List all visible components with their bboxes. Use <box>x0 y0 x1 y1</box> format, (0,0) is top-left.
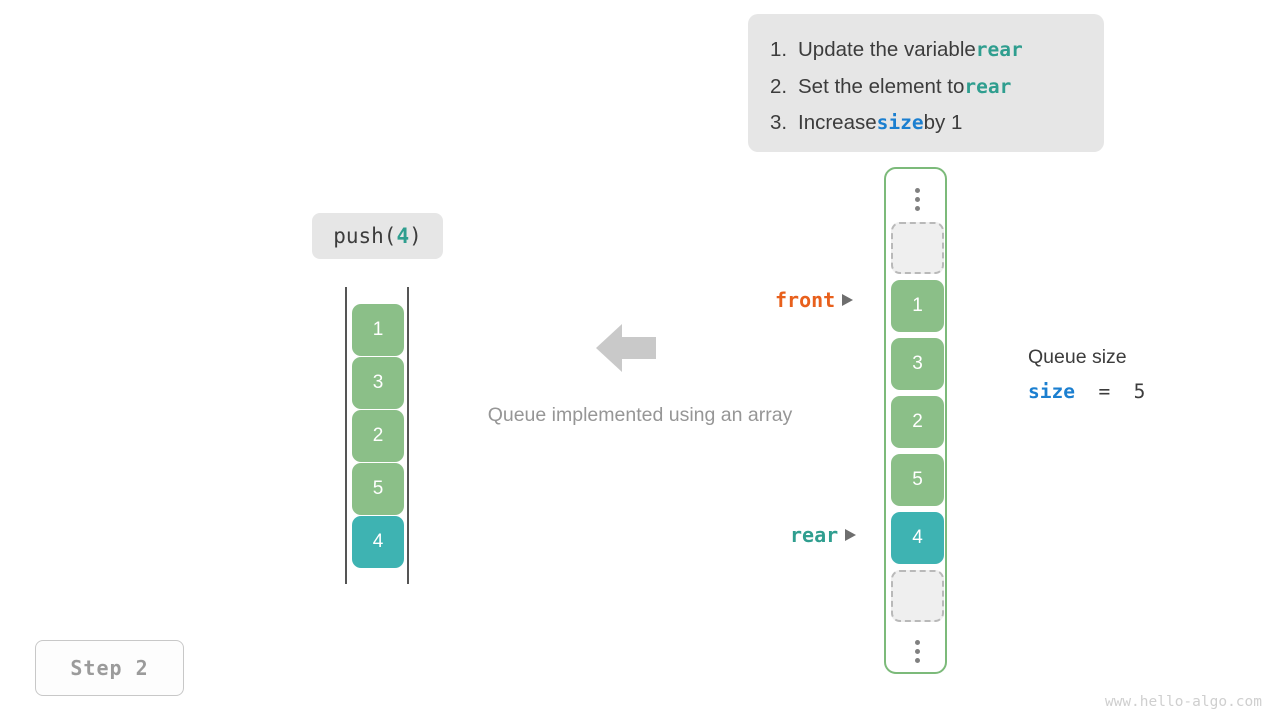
array-bracket-left <box>345 287 347 584</box>
vertical-ellipsis-icon <box>915 176 920 222</box>
instruction-item: 1. Update the variable rear <box>770 32 1084 69</box>
front-pointer-text: front <box>775 288 836 312</box>
array-slot-empty <box>891 222 944 274</box>
operation-argument: 4 <box>396 224 410 248</box>
instruction-number: 2. <box>770 74 788 98</box>
instruction-text: Set the element to <box>798 74 965 98</box>
queue-cell: 3 <box>352 357 404 409</box>
operation-label: push(4) <box>312 213 443 259</box>
instruction-panel: 1. Update the variable rear 2. Set the e… <box>748 14 1104 152</box>
operation-name: push( <box>333 224 397 248</box>
array-slot: 3 <box>891 338 944 390</box>
physical-array-slots: 1 3 2 5 4 <box>890 176 945 674</box>
instruction-code-rear: rear <box>975 38 1023 61</box>
array-slot: 1 <box>891 280 944 332</box>
instruction-text: Increase <box>798 111 877 134</box>
size-equals-sign: = <box>1074 380 1134 403</box>
queue-size-expression: size = 5 <box>1028 380 1228 403</box>
array-slot-empty <box>891 570 944 622</box>
queue-cell: 2 <box>352 410 404 462</box>
arrow-left-icon <box>596 322 656 374</box>
operation-close-paren: ) <box>409 224 422 248</box>
front-pointer-label: front <box>775 288 854 312</box>
instruction-text: Update the variable <box>798 38 976 61</box>
size-value: 5 <box>1133 380 1146 403</box>
arrow-right-icon <box>845 529 857 541</box>
array-slot: 5 <box>891 454 944 506</box>
arrow-right-icon <box>842 294 854 306</box>
watermark: www.hello-algo.com <box>1104 694 1262 710</box>
rear-pointer-text: rear <box>790 523 839 547</box>
logical-queue-cells: 1 3 2 5 4 <box>352 304 404 568</box>
queue-size-title: Queue size <box>1028 346 1127 368</box>
instruction-text-post: by 1 <box>923 111 963 134</box>
instruction-number: 1. <box>770 38 788 61</box>
instruction-code-rear: rear <box>964 74 1012 98</box>
caption-text: Queue implemented using an array <box>487 404 793 426</box>
rear-pointer-label: rear <box>790 523 857 547</box>
queue-cell-new: 4 <box>352 516 404 568</box>
step-badge: Step 2 <box>35 640 184 696</box>
instruction-item: 2. Set the element to rear <box>770 69 1084 106</box>
queue-cell: 1 <box>352 304 404 356</box>
logical-queue-array: 1 3 2 5 4 <box>344 287 412 584</box>
instruction-item: 3. Increase size by 1 <box>770 105 1084 142</box>
size-variable-name: size <box>1028 380 1075 403</box>
array-slot: 2 <box>891 396 944 448</box>
physical-array-container: 1 3 2 5 4 <box>884 167 947 674</box>
instruction-code-size: size <box>876 111 924 134</box>
array-bracket-right <box>407 287 409 584</box>
array-slot-new: 4 <box>891 512 944 564</box>
queue-size-readout: Queue size size = 5 <box>1028 344 1228 403</box>
queue-cell: 5 <box>352 463 404 515</box>
instruction-number: 3. <box>770 111 788 134</box>
vertical-ellipsis-icon <box>915 628 920 674</box>
